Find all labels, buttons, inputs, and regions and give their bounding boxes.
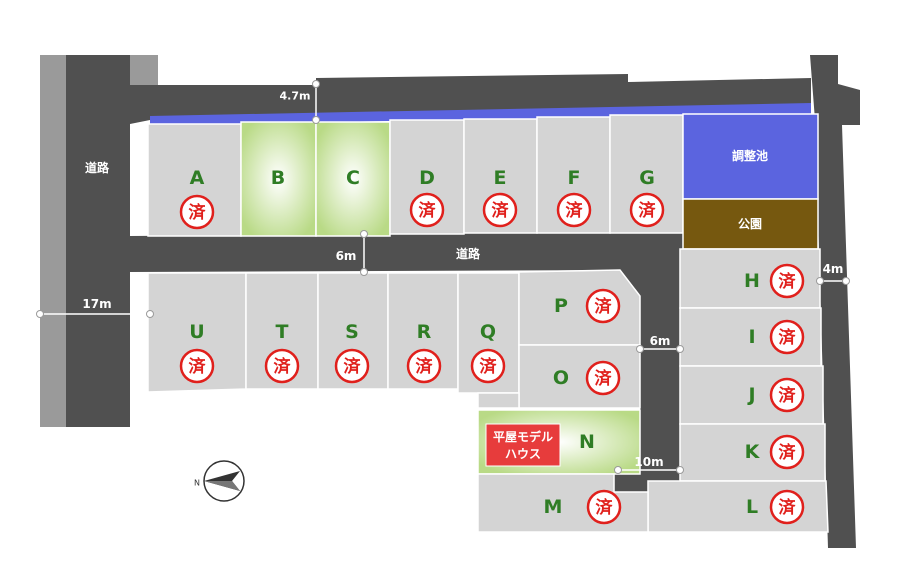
pond-label: 調整池 — [732, 148, 768, 163]
sold-mark-d: 済 — [419, 200, 437, 221]
lot-label-r: R — [417, 321, 432, 343]
sold-badge-s — [334, 348, 370, 384]
lot-label-f: F — [568, 167, 581, 189]
compass: N — [194, 460, 245, 502]
middle-road-label: 道路 — [456, 246, 481, 261]
lot-label-m: M — [544, 496, 563, 518]
sold-badge-p — [585, 288, 621, 324]
sold-badge-i — [769, 319, 805, 355]
west-road-sidewalk — [40, 55, 66, 427]
lot-label-p: P — [554, 295, 568, 317]
lot-label-q: Q — [480, 321, 496, 343]
lot-label-b: B — [271, 167, 285, 189]
lot-label-u: U — [189, 321, 204, 343]
west-road-width: 17m — [82, 297, 111, 311]
sold-mark-t: 済 — [274, 356, 292, 377]
sold-badge-q — [470, 348, 506, 384]
lot-label-n: N — [579, 431, 595, 453]
lot-label-d: D — [419, 167, 435, 189]
sold-mark-m: 済 — [596, 497, 614, 518]
lot-label-j: J — [746, 384, 755, 406]
park-label: 公園 — [738, 217, 762, 231]
sold-mark-f: 済 — [566, 200, 584, 221]
south-lots — [147, 269, 649, 533]
sold-mark-u: 済 — [189, 356, 207, 377]
sold-badge-u — [179, 348, 215, 384]
lot-label-g: G — [639, 167, 655, 189]
lot-label-l: L — [746, 496, 758, 518]
sold-mark-o: 済 — [595, 368, 613, 389]
sold-badge-o — [585, 360, 621, 396]
sold-badge-a — [179, 194, 215, 230]
lot-label-h: H — [744, 270, 760, 292]
sold-mark-a: 済 — [189, 202, 207, 223]
sold-badge-g — [629, 192, 665, 228]
sold-badge-l — [769, 489, 805, 525]
sold-badge-d — [409, 192, 445, 228]
sold-badge-h — [769, 263, 805, 299]
sold-mark-h: 済 — [779, 271, 797, 292]
sold-mark-q: 済 — [480, 356, 498, 377]
sold-badge-k — [769, 434, 805, 470]
east-road-width: 4m — [823, 262, 844, 276]
lot-p[interactable] — [518, 269, 641, 346]
lot-label-k: K — [745, 441, 761, 463]
sold-mark-r: 済 — [416, 356, 434, 377]
west-road — [66, 55, 130, 427]
lot-label-o: O — [553, 367, 569, 389]
sold-mark-i: 済 — [779, 327, 797, 348]
sold-badge-e — [482, 192, 518, 228]
sold-mark-g: 済 — [639, 200, 657, 221]
lot-b[interactable] — [240, 121, 317, 237]
lot-label-t: T — [276, 321, 289, 343]
lot-label-c: C — [346, 167, 360, 189]
lot-label-a: A — [190, 167, 205, 189]
spur-road-width: 6m — [650, 334, 671, 348]
sold-mark-e: 済 — [492, 200, 510, 221]
sold-badge-r — [406, 348, 442, 384]
lot-label-i: I — [748, 326, 755, 348]
lot-label-s: S — [345, 321, 359, 343]
sold-mark-j: 済 — [779, 385, 797, 406]
middle-road-width: 6m — [336, 249, 357, 263]
sold-badge-m — [586, 489, 622, 525]
sold-mark-l: 済 — [779, 497, 797, 518]
sold-mark-k: 済 — [779, 442, 797, 463]
west-road-label: 道路 — [85, 160, 110, 175]
sold-badge-t — [264, 348, 300, 384]
sold-mark-p: 済 — [595, 296, 613, 317]
spur-south-width: 10m — [634, 455, 663, 469]
model-house-tag: 平屋モデル ハウス — [485, 423, 561, 467]
compass-north-letter: N — [194, 479, 200, 488]
dimension-lines — [36, 80, 850, 474]
model-house-line1: 平屋モデル — [493, 429, 553, 444]
sold-badge-j — [769, 377, 805, 413]
lot-q-tail — [477, 392, 520, 409]
lot-o[interactable] — [518, 344, 641, 409]
model-house-line2: ハウス — [505, 447, 541, 461]
lot-label-e: E — [494, 167, 507, 189]
pond — [682, 113, 819, 200]
north-lots — [147, 113, 819, 250]
east-road — [810, 55, 860, 548]
north-west-corner — [130, 55, 158, 85]
sold-badge-f — [556, 192, 592, 228]
spur-road — [640, 250, 680, 470]
sold-mark-s: 済 — [344, 356, 362, 377]
north-road-width: 4.7m — [280, 90, 311, 103]
